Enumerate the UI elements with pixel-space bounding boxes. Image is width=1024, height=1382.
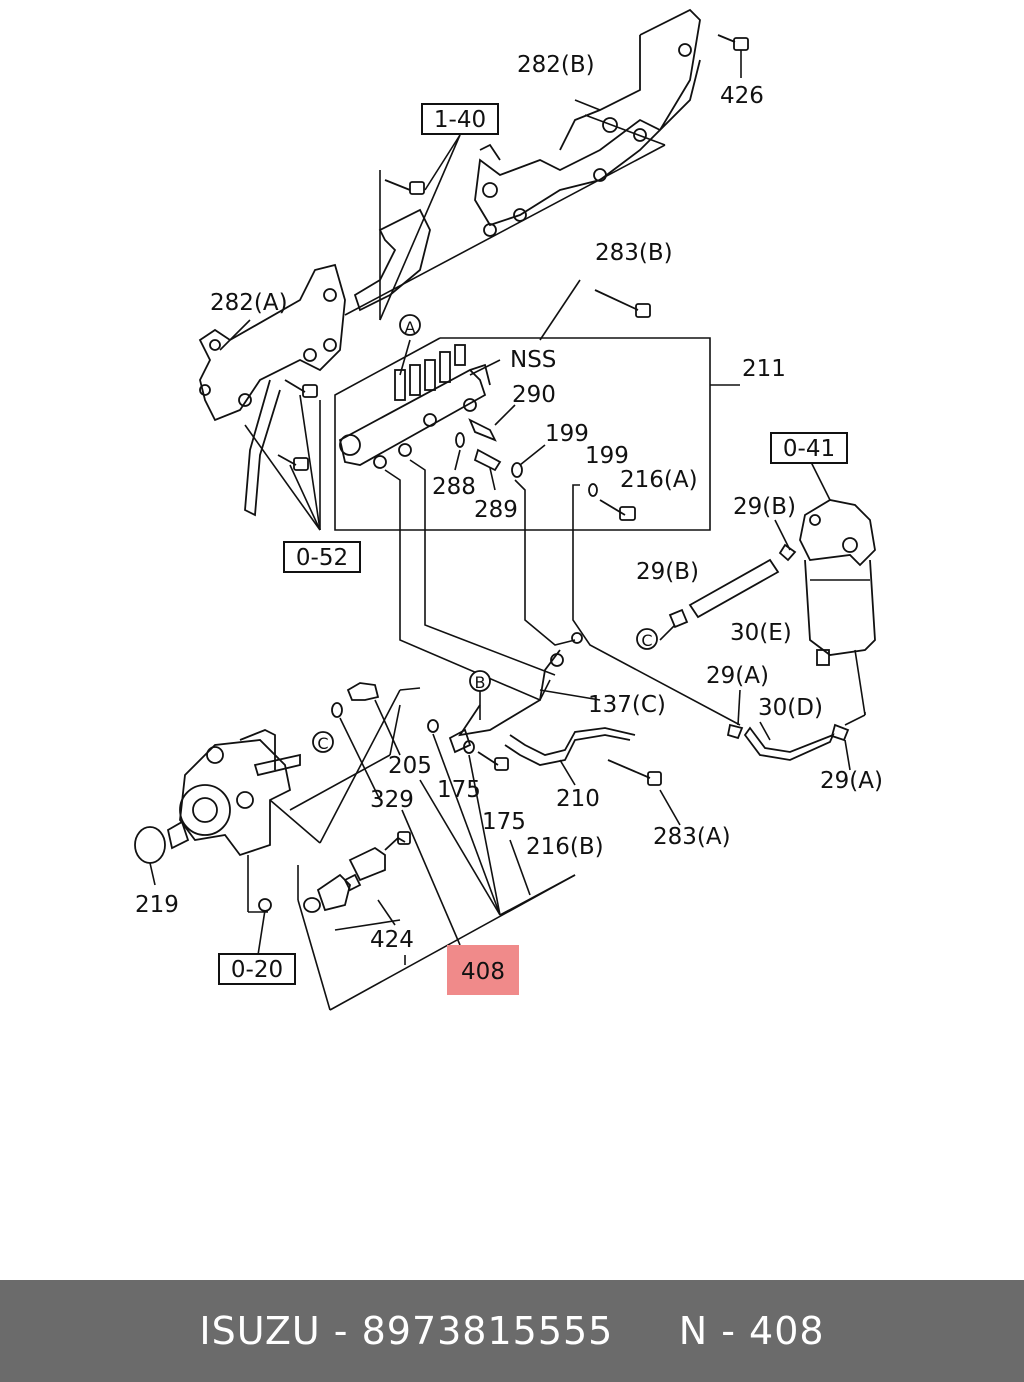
highlight-box-408 — [447, 945, 519, 995]
part-label-199a: 199 — [545, 421, 589, 447]
ref-label-0-20: 0-20 — [231, 957, 283, 983]
part-label-283a: 283(A) — [653, 824, 731, 850]
ref-box-0-41 — [770, 432, 848, 464]
bracket-282a — [198, 263, 346, 422]
solenoid-424 — [303, 831, 411, 913]
marker-circle-c1 — [636, 628, 658, 650]
bolt-426 — [717, 34, 749, 78]
part-label-199b: 199 — [585, 443, 629, 469]
footer-bar: ISUZU - 8973815555 N - 408 — [0, 1280, 1024, 1382]
part-label-426: 426 — [720, 83, 764, 109]
part-label-424: 424 — [370, 927, 414, 953]
rail-fittings — [454, 404, 636, 521]
marker-label-c1: C — [641, 631, 652, 650]
marker-circle-c2 — [312, 731, 334, 753]
ref-box-0-52 — [283, 541, 361, 573]
part-label-282a: 282(A) — [210, 290, 288, 316]
ref-box-1-40 — [421, 103, 499, 135]
part-label-283b: 283(B) — [595, 240, 673, 266]
small-bolts — [277, 379, 318, 471]
fuel-filter — [799, 459, 876, 666]
fuel-pump — [166, 729, 301, 857]
ref-label-0-41: 0-41 — [783, 436, 835, 462]
marker-circle-a — [399, 314, 421, 336]
footer-text: ISUZU - 8973815555 N - 408 — [199, 1309, 825, 1353]
part-label-216b: 216(B) — [526, 834, 604, 860]
ref-label-0-52: 0-52 — [296, 545, 348, 571]
fitting-205 — [346, 682, 380, 701]
hose-30d — [743, 726, 835, 761]
part-label-290: 290 — [512, 382, 556, 408]
part-label-30e: 30(E) — [730, 620, 792, 646]
marker-label-a: A — [405, 318, 416, 337]
bracket-strip — [353, 179, 431, 312]
part-label-210: 210 — [556, 786, 600, 812]
part-label-175b: 175 — [482, 809, 526, 835]
part-label-137c: 137(C) — [588, 692, 666, 718]
part-label-30d: 30(D) — [758, 695, 823, 721]
part-label-282b: 282(B) — [517, 52, 595, 78]
ref-box-0-20 — [218, 953, 296, 985]
marker-label-c2: C — [317, 734, 328, 753]
bolt-283a — [607, 759, 662, 786]
part-label-29b-1: 29(B) — [733, 494, 796, 520]
part-label-29b-2: 29(B) — [636, 559, 699, 585]
parts-diagram: 1-40 0-52 0-41 0-20 A B C C 408 282(B) 4… — [134, 8, 883, 1011]
part-label-216a: 216(A) — [620, 467, 698, 493]
part-label-nss: NSS — [510, 347, 556, 373]
common-rail — [338, 339, 501, 469]
marker-label-b: B — [475, 673, 486, 692]
bracket-282b — [474, 8, 701, 237]
bolt-216b — [477, 751, 509, 771]
fuel-lines — [384, 459, 741, 766]
part-label-29a-2: 29(A) — [820, 768, 883, 794]
part-label-329: 329 — [370, 787, 414, 813]
part-label-289: 289 — [474, 497, 518, 523]
part-label-175a: 175 — [437, 777, 481, 803]
hose-30e — [688, 558, 780, 619]
part-label-219: 219 — [135, 892, 179, 918]
ref-label-1-40: 1-40 — [434, 107, 486, 133]
bolt-283b — [594, 289, 651, 318]
part-label-29a-1: 29(A) — [706, 663, 769, 689]
highlight-label-408: 408 — [461, 959, 505, 985]
part-label-205: 205 — [388, 753, 432, 779]
part-label-288: 288 — [432, 474, 476, 500]
part-label-211: 211 — [742, 356, 786, 382]
